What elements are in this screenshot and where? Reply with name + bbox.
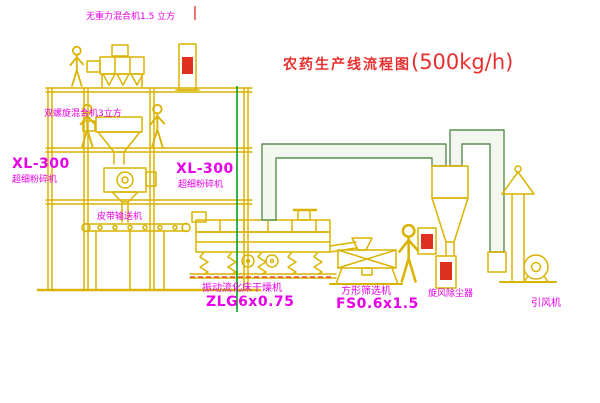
label-dryer-name: 振动流化床干燥机 xyxy=(202,283,282,294)
person-3 xyxy=(149,103,166,148)
belt-conveyor xyxy=(81,222,191,291)
control-cabinet-right xyxy=(417,227,437,255)
title-text: 农药生产线流程图 xyxy=(283,57,411,73)
fluid-bed-dryer xyxy=(189,208,357,279)
crusher xyxy=(103,167,157,223)
diagram-title: 农药生产线流程图(500kg/h) xyxy=(283,50,513,74)
label-sieve-model: FS0.6x1.5 xyxy=(336,296,419,312)
label-left-mill-name: 超细粉碎机 xyxy=(12,175,58,185)
person-1 xyxy=(69,45,85,87)
label-cyclone: 旋风除尘器 xyxy=(428,289,474,299)
stack xyxy=(499,165,557,283)
cyclone xyxy=(431,165,469,257)
label-right-mill-name: 超细粉碎机 xyxy=(178,180,224,190)
label-dryer-model: ZLG6x0.75 xyxy=(206,294,295,310)
label-left-mill-model: XL-300 xyxy=(12,156,70,172)
mid-mixer xyxy=(82,116,143,165)
cyclone-outlet-duct xyxy=(449,129,505,253)
label-sieve-name: 方形筛选机 xyxy=(341,286,391,297)
control-cabinet-top xyxy=(175,43,200,91)
label-right-mill-model: XL-300 xyxy=(176,161,234,177)
ground-accents xyxy=(190,6,334,312)
title-capacity: (500kg/h) xyxy=(411,50,514,74)
label-top-mixer: 无重力混合机1.5 立方 xyxy=(86,12,176,22)
induced-draft-fan xyxy=(487,251,549,283)
sieve xyxy=(329,237,403,285)
dust-bin xyxy=(435,255,457,289)
label-belt: 皮带输送机 xyxy=(97,212,143,222)
exhaust-duct xyxy=(261,143,447,221)
building-frame xyxy=(36,87,262,292)
person-4 xyxy=(398,223,420,283)
label-mid-mixer: 双螺旋混合机3立方 xyxy=(44,109,122,119)
top-mixer xyxy=(86,44,145,89)
cyclone-cone xyxy=(431,197,469,243)
label-fan: 引风机 xyxy=(531,298,561,309)
